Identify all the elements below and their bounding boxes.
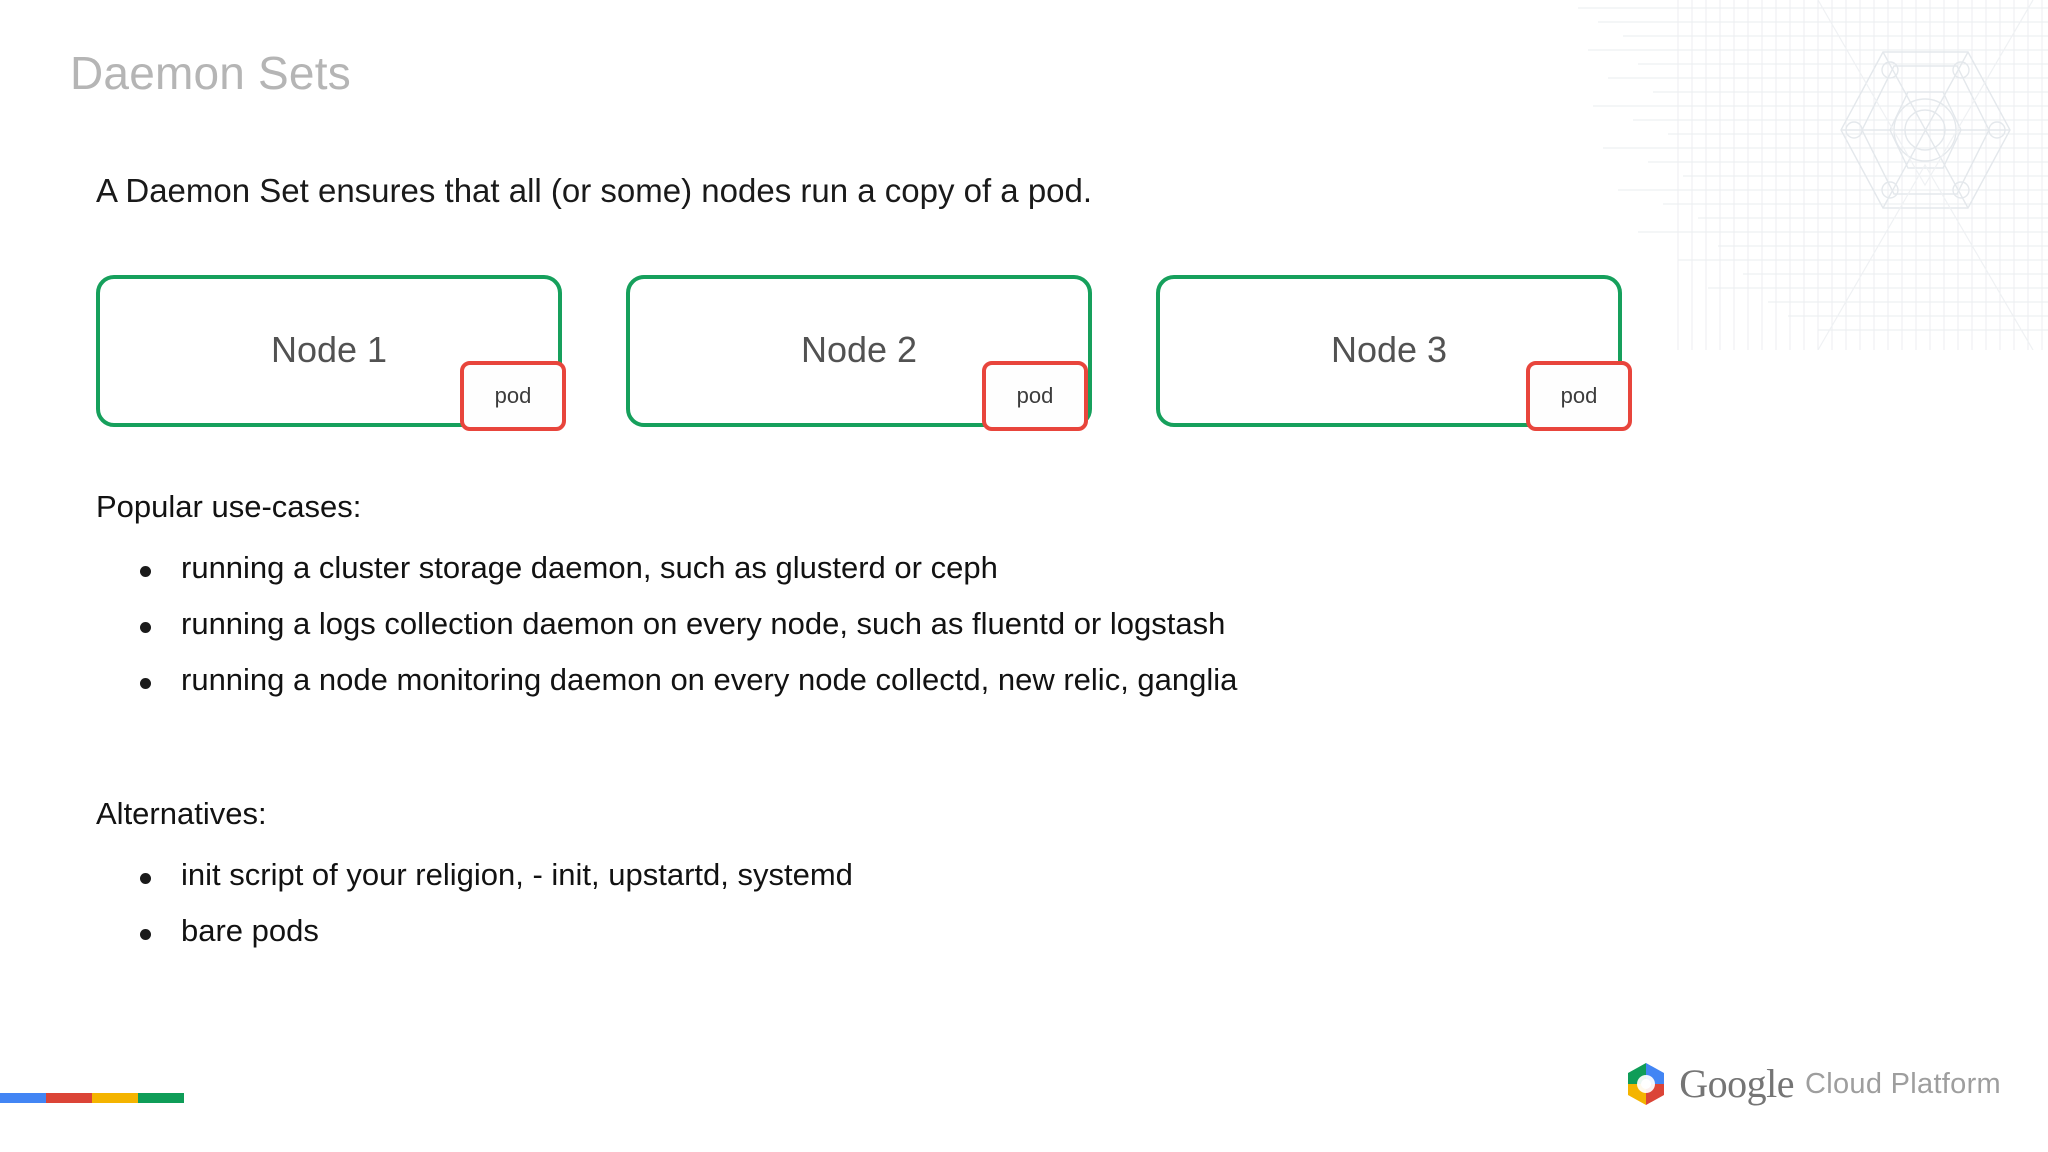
pod-label: pod <box>494 383 532 408</box>
google-color-bar <box>0 1093 184 1103</box>
list-item: init script of your religion, - init, up… <box>140 857 853 893</box>
logo-google-text: Google <box>1679 1061 1794 1106</box>
list-item: running a cluster storage daemon, such a… <box>140 550 1237 586</box>
page-title: Daemon Sets <box>70 47 351 99</box>
color-bar-segment-blue <box>0 1093 46 1103</box>
list-item-label: running a logs collection daemon on ever… <box>181 606 1226 641</box>
list-item-label: running a cluster storage daemon, such a… <box>181 550 998 585</box>
color-bar-segment-red <box>46 1093 92 1103</box>
pod-label: pod <box>1560 383 1598 408</box>
pod-box: pod <box>1526 361 1632 431</box>
node-label: Node 2 <box>800 329 918 370</box>
list-item-label: init script of your religion, - init, up… <box>181 857 853 892</box>
bullet-dot-icon <box>140 873 151 884</box>
node-box: Node 2 pod <box>626 275 1092 431</box>
node-diagram: Node 1 pod Node 2 pod Node 3 pod <box>96 275 1656 431</box>
list-item-label: bare pods <box>181 913 319 948</box>
bullet-dot-icon <box>140 622 151 633</box>
pod-box: pod <box>460 361 566 431</box>
bullet-dot-icon <box>140 566 151 577</box>
list-item: running a node monitoring daemon on ever… <box>140 662 1237 698</box>
list-item: running a logs collection daemon on ever… <box>140 606 1237 642</box>
use-cases-heading: Popular use-cases: <box>96 489 362 524</box>
use-cases-list: running a cluster storage daemon, such a… <box>140 550 1237 718</box>
node-box: Node 3 pod <box>1156 275 1632 431</box>
pod-label: pod <box>1016 383 1054 408</box>
gcp-hexagon-icon <box>1628 1063 1665 1105</box>
pod-box: pod <box>982 361 1088 431</box>
google-cloud-platform-logo: Google Cloud Platform <box>1621 1061 2001 1107</box>
bullet-dot-icon <box>140 678 151 689</box>
color-bar-segment-yellow <box>92 1093 138 1103</box>
node-box: Node 1 pod <box>96 275 566 431</box>
intro-text: A Daemon Set ensures that all (or some) … <box>96 172 1093 209</box>
list-item-label: running a node monitoring daemon on ever… <box>181 662 1238 697</box>
list-item: bare pods <box>140 913 853 949</box>
bullet-dot-icon <box>140 929 151 940</box>
logo-cloud-platform-text: Cloud Platform <box>1805 1067 2001 1100</box>
alternatives-list: init script of your religion, - init, up… <box>140 857 853 969</box>
node-label: Node 3 <box>1330 329 1448 370</box>
node-label: Node 1 <box>270 329 388 370</box>
alternatives-heading: Alternatives: <box>96 796 267 831</box>
color-bar-segment-green <box>138 1093 184 1103</box>
